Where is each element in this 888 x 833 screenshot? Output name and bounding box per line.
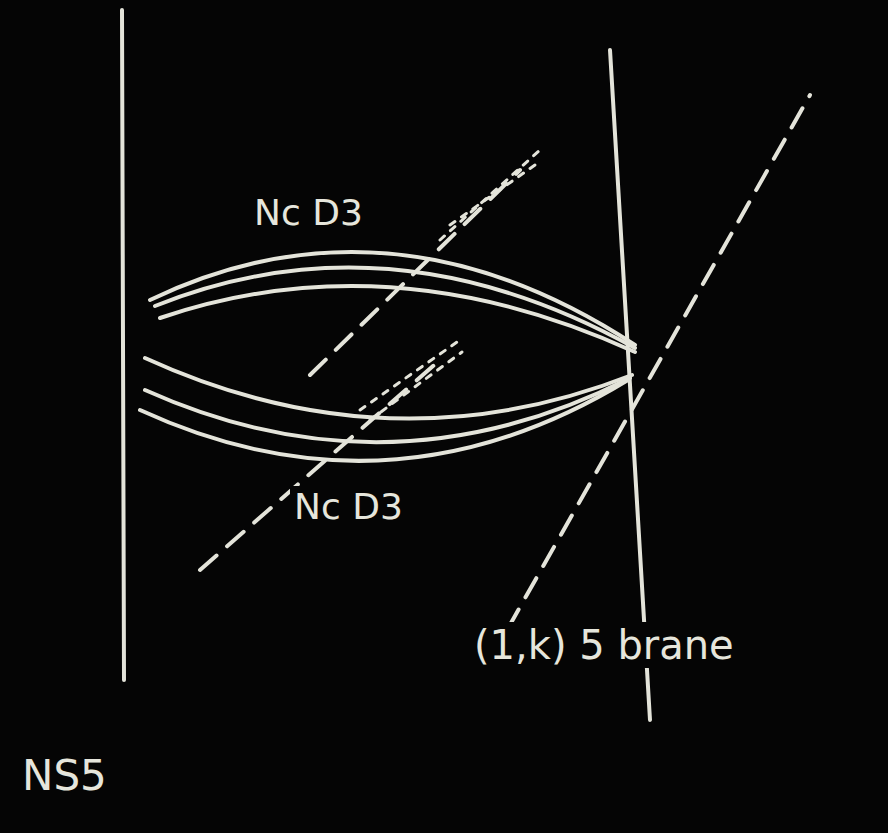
brane-label: (1,k) 5 brane [470,622,738,668]
five-brane [360,340,460,410]
d3-brane [160,286,635,352]
d3-brane [155,268,635,348]
d3-brane [145,378,630,442]
five-brane [450,165,535,225]
ns5-brane [122,10,124,680]
five-brane [200,360,440,570]
five-brane [370,352,462,420]
five-brane [490,95,810,660]
brane-count-label: Nc D3 [290,486,407,527]
five-brane [440,150,540,240]
brane-count-label: Nc D3 [250,192,367,233]
brane-label: NS5 [18,752,111,800]
